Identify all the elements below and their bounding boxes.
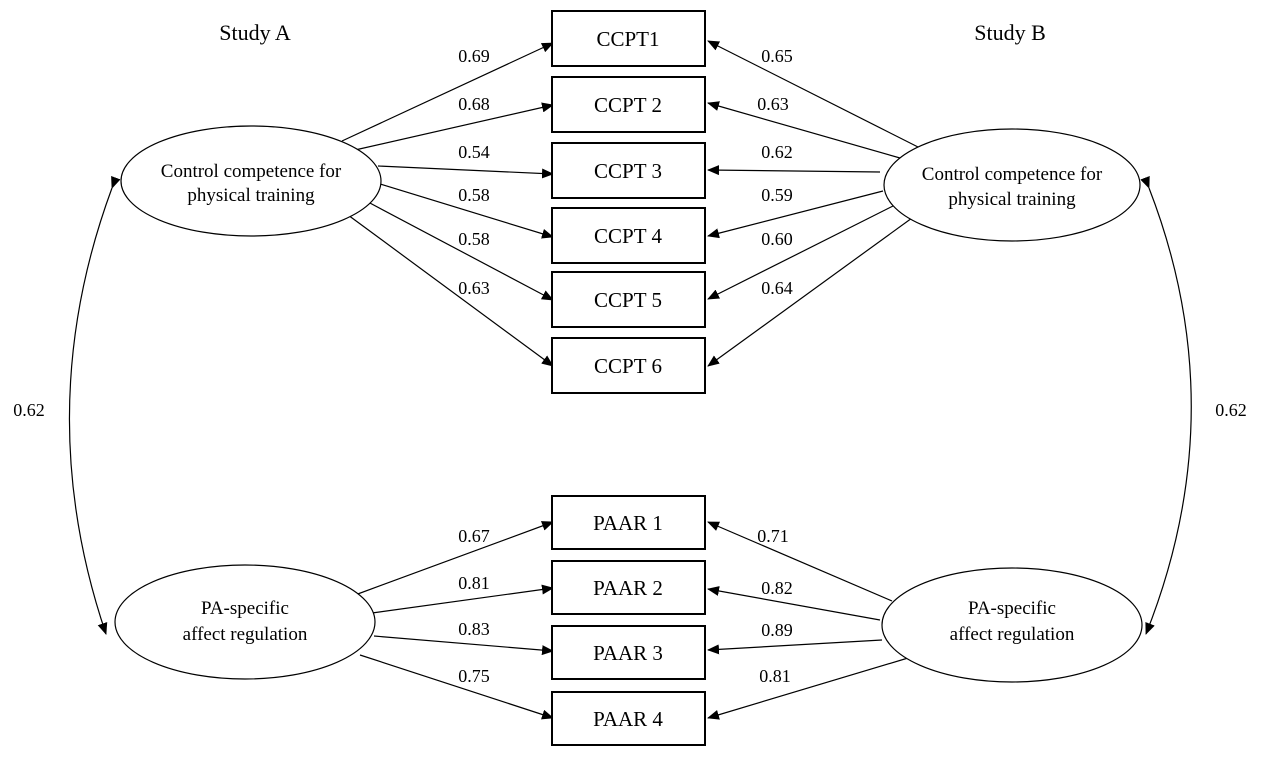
loading-path-b-paar2 — [707, 586, 881, 621]
loading-b-ccpt1: 0.65 — [761, 46, 793, 66]
loading-path-a-ccpt2 — [354, 102, 554, 151]
loading-a-paar3: 0.83 — [458, 619, 490, 639]
indicator-paar2-label: PAAR 2 — [593, 576, 663, 600]
loading-path-a-ccpt6 — [347, 214, 554, 367]
correlation-arc-study-a — [68, 175, 121, 635]
loading-a-paar1: 0.67 — [458, 526, 490, 546]
study-a-title: Study A — [219, 20, 291, 45]
loading-a-paar4: 0.75 — [458, 666, 490, 686]
indicator-paar1-label: PAAR 1 — [593, 511, 663, 535]
indicator-ccpt4: CCPT 4 — [551, 207, 706, 264]
loading-path-a-paar1 — [354, 521, 554, 596]
indicator-ccpt3: CCPT 3 — [551, 142, 706, 199]
loading-b-paar4: 0.81 — [759, 666, 791, 686]
indicator-ccpt4-label: CCPT 4 — [594, 224, 662, 248]
latent-ccpt-study-a-line2: physical training — [187, 185, 315, 206]
loading-b-ccpt3: 0.62 — [761, 142, 793, 162]
loading-b-paar2: 0.82 — [761, 578, 793, 598]
latent-paar-study-a-line1: PA-specific — [201, 598, 289, 619]
loading-b-paar3: 0.89 — [761, 620, 793, 640]
indicator-ccpt6-label: CCPT 6 — [594, 354, 662, 378]
loading-path-b-ccpt1 — [707, 40, 919, 148]
indicator-paar3: PAAR 3 — [551, 625, 706, 680]
correlation-label-study-a: 0.62 — [13, 400, 45, 420]
loading-path-b-ccpt2 — [707, 101, 901, 159]
loading-a-ccpt1: 0.69 — [458, 46, 490, 66]
study-b-title: Study B — [974, 20, 1046, 45]
latent-paar-study-b-line2: affect regulation — [950, 624, 1075, 645]
loading-path-b-ccpt4 — [707, 190, 884, 239]
indicator-ccpt2: CCPT 2 — [551, 76, 706, 133]
loading-b-paar1: 0.71 — [757, 526, 789, 546]
indicator-ccpt5-label: CCPT 5 — [594, 288, 662, 312]
loading-path-a-ccpt4 — [379, 183, 554, 239]
latent-ccpt-study-b-line1: Control competence for — [922, 164, 1103, 185]
loading-b-ccpt5: 0.60 — [761, 229, 793, 249]
latent-paar-study-a-line2: affect regulation — [183, 624, 308, 645]
loading-a-ccpt3: 0.54 — [458, 142, 490, 162]
correlation-arc-study-b — [1140, 175, 1192, 635]
loading-path-a-paar2 — [371, 584, 554, 614]
latent-ccpt-study-b: Control competence for physical training — [883, 128, 1141, 242]
loading-b-ccpt6: 0.64 — [761, 278, 793, 298]
latent-ccpt-study-a: Control competence for physical training — [120, 125, 382, 237]
loading-a-ccpt5: 0.58 — [458, 229, 490, 249]
latent-paar-study-a: PA-specific affect regulation — [114, 564, 376, 680]
indicator-paar1: PAAR 1 — [551, 495, 706, 550]
indicator-ccpt6: CCPT 6 — [551, 337, 706, 394]
indicator-paar4: PAAR 4 — [551, 691, 706, 746]
indicator-ccpt2-label: CCPT 2 — [594, 93, 662, 117]
loading-a-paar2: 0.81 — [458, 573, 490, 593]
correlation-label-study-b: 0.62 — [1215, 400, 1247, 420]
loading-path-a-ccpt5 — [367, 201, 554, 301]
loading-path-b-paar3 — [707, 639, 883, 655]
indicator-paar2: PAAR 2 — [551, 560, 706, 615]
loading-a-ccpt4: 0.58 — [458, 185, 490, 205]
indicator-paar3-label: PAAR 3 — [593, 641, 663, 665]
indicator-ccpt5: CCPT 5 — [551, 271, 706, 328]
latent-paar-study-b-line1: PA-specific — [968, 598, 1056, 619]
loading-path-b-ccpt6 — [707, 217, 913, 367]
indicator-ccpt3-label: CCPT 3 — [594, 159, 662, 183]
loading-path-a-paar3 — [373, 635, 554, 656]
indicator-paar4-label: PAAR 4 — [593, 707, 663, 731]
latent-paar-study-b: PA-specific affect regulation — [881, 567, 1143, 683]
loading-a-ccpt6: 0.63 — [458, 278, 490, 298]
loading-path-b-paar1 — [707, 521, 893, 602]
loading-path-b-paar4 — [707, 657, 909, 720]
loading-path-a-paar4 — [359, 654, 554, 720]
loading-path-b-ccpt3 — [707, 165, 881, 176]
loading-a-ccpt2: 0.68 — [458, 94, 490, 114]
loading-b-ccpt4: 0.59 — [761, 185, 793, 205]
latent-ccpt-study-b-line2: physical training — [948, 189, 1076, 210]
indicator-ccpt1: CCPT1 — [551, 10, 706, 67]
loading-b-ccpt2: 0.63 — [757, 94, 789, 114]
loading-path-a-ccpt3 — [377, 165, 554, 179]
loading-path-b-ccpt5 — [707, 205, 894, 300]
loading-path-a-ccpt1 — [341, 42, 554, 142]
indicator-ccpt1-label: CCPT1 — [596, 27, 659, 51]
latent-ccpt-study-a-line1: Control competence for — [161, 161, 342, 182]
